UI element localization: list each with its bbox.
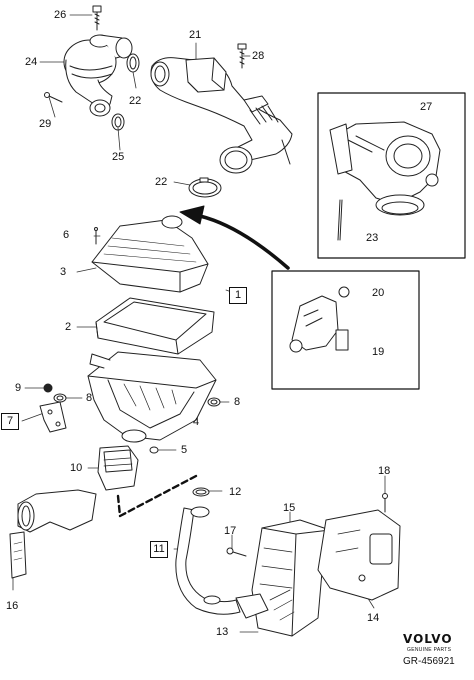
- bracket-14: [317, 509, 401, 601]
- part-label-22-lower: 22: [155, 176, 168, 188]
- nut-5: [149, 446, 159, 454]
- grommet-9: [43, 383, 53, 393]
- part-label-2: 2: [65, 321, 72, 333]
- part-label-5: 5: [181, 444, 188, 456]
- part-label-27: 27: [420, 101, 433, 113]
- part-label-16: 16: [6, 600, 19, 612]
- oring-12: [192, 487, 210, 497]
- part-label-7: 7: [1, 413, 19, 430]
- part-label-10: 10: [70, 462, 83, 474]
- part-label-8-left: 8: [86, 392, 93, 404]
- part-label-8-right: 8: [234, 396, 241, 408]
- part-label-21: 21: [189, 29, 202, 41]
- throttle-inset: [317, 92, 466, 259]
- part-label-15: 15: [283, 502, 296, 514]
- indicator-arrowhead: [179, 205, 205, 225]
- air-cleaner-cover-3: [91, 215, 209, 293]
- brand-logo: VOLVO: [403, 632, 453, 646]
- part-label-9: 9: [15, 382, 22, 394]
- snorkel-16: [9, 489, 97, 579]
- dashed-connector: [116, 474, 198, 518]
- bracket-7: [39, 401, 67, 433]
- hose-11: [175, 506, 241, 615]
- bolt-26: [92, 5, 102, 31]
- air-filter-2: [95, 297, 215, 355]
- screw-29: [44, 92, 63, 103]
- grommet-8-left: [53, 393, 67, 403]
- part-label-23: 23: [366, 232, 379, 244]
- inlet-duct-10: [97, 445, 139, 491]
- drawing-reference: GR-456921: [403, 656, 455, 667]
- clamp-22-upper: [126, 53, 140, 73]
- seal-25: [111, 113, 125, 131]
- part-label-24: 24: [25, 56, 38, 68]
- intake-hose-21: [150, 57, 293, 174]
- part-label-3: 3: [60, 266, 67, 278]
- part-label-22-upper: 22: [129, 95, 142, 107]
- screw-17: [226, 547, 247, 557]
- part-label-6: 6: [63, 229, 70, 241]
- clamp-22-lower: [188, 177, 222, 198]
- part-label-29: 29: [39, 118, 52, 130]
- resonator-box-15: [235, 519, 331, 637]
- screw-18: [382, 493, 388, 513]
- part-label-28: 28: [252, 50, 265, 62]
- part-label-19: 19: [372, 346, 385, 358]
- part-label-18: 18: [378, 465, 391, 477]
- sensor-inset: [271, 270, 420, 390]
- part-label-20: 20: [372, 287, 385, 299]
- part-label-14: 14: [367, 612, 380, 624]
- part-label-11: 11: [150, 541, 168, 558]
- indicator-arrow: [198, 214, 290, 270]
- pin-6: [94, 227, 98, 245]
- part-label-1: 1: [229, 287, 247, 304]
- part-label-13: 13: [216, 626, 229, 638]
- part-label-4: 4: [193, 416, 200, 428]
- bolt-28: [237, 43, 247, 69]
- part-label-17: 17: [224, 525, 237, 537]
- part-label-25: 25: [112, 151, 125, 163]
- part-label-26: 26: [54, 9, 67, 21]
- part-label-12: 12: [229, 486, 242, 498]
- brand-tagline: GENUINE PARTS: [407, 647, 452, 653]
- grommet-8-right: [207, 397, 221, 407]
- air-cleaner-box-4: [87, 351, 217, 443]
- resonator-24: [63, 34, 133, 117]
